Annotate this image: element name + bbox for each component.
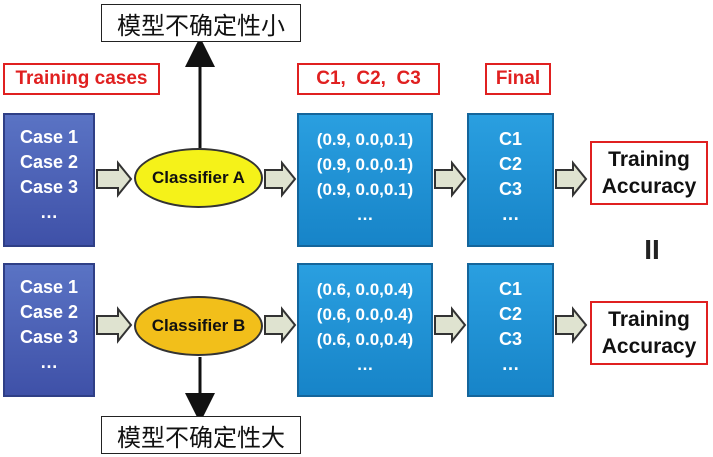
probability-item: (0.9, 0.0,0.1) [316,155,414,174]
cases-box-b: Case 1 Case 2 Case 3 … [3,263,95,397]
case-item: Case 3 [19,177,79,197]
training-accuracy-box-b: Training Accuracy [590,301,708,365]
block-arrow [434,306,467,344]
block-arrow [264,306,297,344]
block-arrow [96,306,133,344]
probability-ellipsis: … [356,355,374,374]
label-final: Final [485,63,551,95]
block-arrow [264,160,297,198]
final-box-a: C1 C2 C3 … [467,113,554,247]
accuracy-line: Training [608,148,690,171]
equals-sign: II [644,234,660,265]
probability-ellipsis: … [356,205,374,224]
final-class-ellipsis: … [501,354,520,374]
classifier-b-label: Classifier B [151,316,246,335]
accuracy-line: Accuracy [601,335,697,358]
final-class-item: C3 [498,179,522,199]
final-class-item: C2 [498,154,522,174]
probability-item: (0.6, 0.0,0.4) [316,330,414,349]
final-class-item: C1 [498,129,522,149]
label-classes: C1, C2, C3 [297,63,440,95]
case-item: Case 3 [19,327,79,347]
probability-item: (0.9, 0.0,0.1) [316,130,414,149]
probability-item: (0.6, 0.0,0.4) [316,305,414,324]
cases-box-a: Case 1 Case 2 Case 3 … [3,113,95,247]
final-class-item: C3 [498,329,522,349]
case-item: Case 1 [19,277,79,297]
final-box-b: C1 C2 C3 … [467,263,554,397]
probability-item: (0.6, 0.0,0.4) [316,280,414,299]
final-class-ellipsis: … [501,204,520,224]
classifier-b-ellipse: Classifier B [134,296,263,356]
note-high-uncertainty: 模型不确定性大 [101,416,301,454]
probabilities-box-a: (0.9, 0.0,0.1) (0.9, 0.0,0.1) (0.9, 0.0,… [297,113,433,247]
training-accuracy-box-a: Training Accuracy [590,141,708,205]
block-arrow [555,306,588,344]
case-ellipsis: … [40,352,58,372]
block-arrow [96,160,133,198]
block-arrow [434,160,467,198]
classifier-a-ellipse: Classifier A [134,148,263,208]
accuracy-line: Accuracy [601,175,697,198]
case-item: Case 1 [19,127,79,147]
case-item: Case 2 [19,152,79,172]
final-class-item: C1 [498,279,522,299]
accuracy-line: Training [608,308,690,331]
final-class-item: C2 [498,304,522,324]
case-ellipsis: … [40,202,58,222]
note-low-uncertainty: 模型不确定性小 [101,4,301,42]
label-training-cases: Training cases [3,63,160,95]
probability-item: (0.9, 0.0,0.1) [316,180,414,199]
case-item: Case 2 [19,302,79,322]
block-arrow [555,160,588,198]
probabilities-box-b: (0.6, 0.0,0.4) (0.6, 0.0,0.4) (0.6, 0.0,… [297,263,433,397]
classifier-a-label: Classifier A [152,168,245,187]
